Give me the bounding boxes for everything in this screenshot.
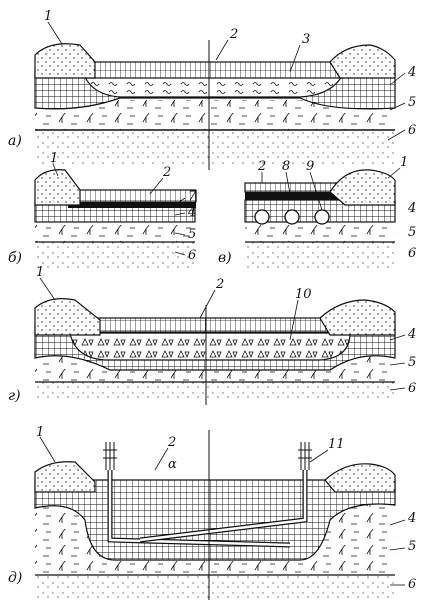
label-10: 10	[295, 287, 312, 302]
panel-letter: в)	[218, 250, 232, 266]
peat-layer-5	[245, 222, 395, 242]
panel-letter: г)	[8, 388, 21, 404]
embankment-1-left	[34, 43, 96, 79]
label-1: 1	[44, 9, 52, 24]
label-5: 5	[408, 225, 416, 240]
label-2: 2	[229, 27, 238, 42]
embankment-1	[329, 169, 396, 206]
sand-layer-6	[245, 240, 395, 270]
label-4: 4	[187, 205, 196, 220]
label-alpha: α	[168, 457, 177, 472]
pavement-2	[67, 189, 197, 203]
peat-layer-5	[35, 222, 195, 242]
label-8: 8	[282, 159, 290, 174]
pipe-9	[254, 209, 270, 225]
sand-layer-6	[35, 240, 195, 270]
label-1: 1	[400, 155, 408, 170]
label-11: 11	[328, 437, 345, 452]
embankment-1-right	[329, 44, 396, 79]
panel-g: 1 2 10 4 5 6 г)	[8, 265, 416, 405]
embankment-1-right	[319, 299, 396, 336]
label-6: 6	[408, 246, 416, 261]
panel-v: 2 8 9 1 4 5 6 в)	[218, 155, 416, 270]
label-2: 2	[257, 159, 266, 174]
label-7: 7	[188, 189, 197, 204]
label-2: 2	[162, 165, 171, 180]
label-5: 5	[408, 355, 416, 370]
embankment-1-left	[34, 298, 101, 336]
base-layer	[245, 192, 355, 200]
panel-d: 1 2 α 11 4 5 6 д)	[8, 425, 416, 600]
label-6: 6	[188, 248, 196, 263]
pavement-2	[89, 317, 336, 333]
pipe-9	[314, 209, 330, 225]
panel-b: 1 2 7 4 5 6 б)	[8, 151, 197, 270]
label-2: 2	[215, 277, 224, 292]
wellhead-right	[298, 442, 312, 470]
panel-letter: д)	[8, 570, 22, 586]
label-5: 5	[408, 539, 416, 554]
label-6: 6	[408, 577, 416, 592]
label-9: 9	[306, 159, 314, 174]
label-1: 1	[36, 265, 44, 280]
panel-letter: б)	[8, 250, 22, 266]
pipe-9	[284, 209, 300, 225]
label-4: 4	[407, 511, 416, 526]
panel-letter: а)	[8, 133, 22, 149]
label-4: 4	[407, 65, 416, 80]
label-5: 5	[408, 95, 416, 110]
pavement-2	[81, 61, 346, 79]
label-5: 5	[188, 227, 196, 242]
embankment-1-right	[324, 463, 396, 493]
label-6: 6	[408, 123, 416, 138]
wellhead-left	[103, 442, 117, 470]
label-3: 3	[302, 32, 310, 47]
label-1: 1	[36, 425, 44, 440]
label-4: 4	[407, 327, 416, 342]
geotextile-7	[68, 202, 196, 208]
label-4: 4	[407, 201, 416, 216]
label-2: 2	[167, 435, 176, 450]
embankment-1-left	[34, 461, 96, 493]
label-1: 1	[50, 151, 58, 166]
label-6: 6	[408, 381, 416, 396]
fill-10	[69, 332, 351, 361]
panel-a: 1 2 3 4 5 6 а)	[8, 9, 416, 170]
